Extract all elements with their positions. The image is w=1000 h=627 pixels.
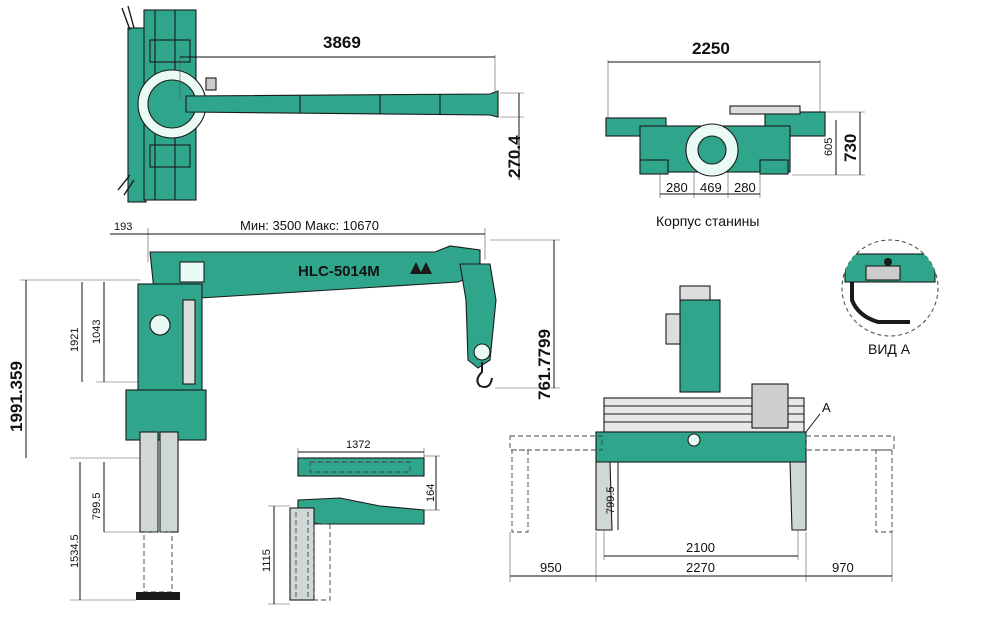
front-leg-ext-right — [875, 449, 893, 533]
side-model-label: HLC-5014M — [298, 263, 380, 280]
top-boom-length-dim: 3869 — [323, 33, 361, 52]
front-pump — [751, 383, 789, 429]
stowed-boom — [297, 497, 425, 525]
stowed-top — [297, 457, 425, 477]
side-leg-right — [159, 431, 179, 533]
detail-block — [865, 265, 901, 281]
base-slewing-gear-inner — [697, 135, 727, 165]
front-label-a: A — [822, 400, 831, 415]
front-mid-width-dim: 2270 — [686, 560, 715, 575]
top-column-plate — [149, 144, 191, 168]
side-knuckle-pin — [473, 343, 491, 361]
stowed-column — [289, 507, 315, 601]
front-view: A 799.5 2100 950 2270 970 — [509, 285, 895, 582]
front-outrigger-left — [509, 435, 603, 451]
side-1043-dim: 1043 — [91, 320, 103, 344]
front-outrigger-right — [805, 435, 895, 451]
top-view: 3869 270.4 — [117, 5, 524, 203]
top-boom — [185, 90, 499, 118]
side-hook — [476, 362, 493, 388]
side-view: 193 Мин: 3500 Макс: 10670 HLC-5014M 1991… — [7, 218, 560, 601]
side-leg-left — [139, 431, 159, 533]
stowed-top-inner — [309, 461, 411, 473]
base-total-height-dim: 730 — [841, 134, 860, 162]
side-foot — [136, 592, 180, 600]
detail-caption: ВИД А — [868, 341, 911, 357]
side-column-gear — [149, 314, 171, 336]
base-top-rail — [729, 105, 801, 115]
side-boom-window — [179, 261, 205, 283]
front-leg-height-dim: 799.5 — [605, 486, 617, 514]
side-hook-height-dim: 761.7799 — [535, 329, 554, 400]
base-seg-mid-dim: 469 — [700, 180, 722, 195]
front-base — [595, 431, 807, 463]
top-hydraulic-hoses — [117, 5, 135, 196]
front-left-ext-dim: 950 — [540, 560, 562, 575]
front-leg-left — [595, 461, 613, 531]
side-1921-dim: 1921 — [69, 328, 81, 352]
front-column-side — [665, 313, 681, 345]
side-offset-dim: 193 — [114, 221, 132, 233]
base-view: 2250 605 730 280 469 280 Корпус станины — [605, 39, 865, 229]
side-1534-dim: 1534.5 — [69, 534, 81, 568]
base-seg-right-dim: 280 — [734, 180, 756, 195]
detail-pin — [884, 258, 892, 266]
side-reach-dim: Мин: 3500 Макс: 10670 — [240, 218, 379, 233]
stowed-view: 1372 164 1115 — [261, 439, 440, 605]
base-inner-height-dim: 605 — [823, 138, 835, 156]
base-foot-right — [759, 159, 789, 175]
front-right-ext-dim: 970 — [832, 560, 854, 575]
side-boom-logo — [410, 262, 422, 274]
side-799-dim: 799.5 — [91, 492, 103, 520]
top-boom-width-dim: 270.4 — [505, 135, 524, 178]
top-boom-knob — [205, 77, 217, 91]
front-inner-width-dim: 2100 — [686, 540, 715, 555]
front-leg-right — [789, 461, 807, 531]
side-leg-ext — [143, 531, 173, 593]
stowed-length-dim: 1372 — [346, 439, 370, 451]
side-cylinder — [182, 299, 196, 385]
base-foot-left — [639, 159, 669, 175]
stowed-depth-dim: 164 — [425, 484, 437, 502]
side-total-height-dim: 1991.359 — [7, 361, 26, 432]
detail-bracket — [850, 282, 910, 324]
side-boom-logo — [420, 262, 432, 274]
side-knuckle-arm — [459, 263, 497, 369]
base-width-dim: 2250 — [692, 39, 730, 58]
front-leg-ext-left — [511, 449, 529, 533]
base-seg-left-dim: 280 — [666, 180, 688, 195]
stowed-frame — [313, 523, 331, 601]
front-base-hole — [687, 433, 701, 447]
front-column — [679, 299, 721, 393]
top-column-plate — [149, 39, 191, 63]
stowed-height-dim: 1115 — [261, 549, 273, 572]
base-caption: Корпус станины — [656, 213, 759, 229]
detail-view-a: ВИД А — [841, 239, 939, 357]
base-right-arm — [764, 111, 826, 137]
